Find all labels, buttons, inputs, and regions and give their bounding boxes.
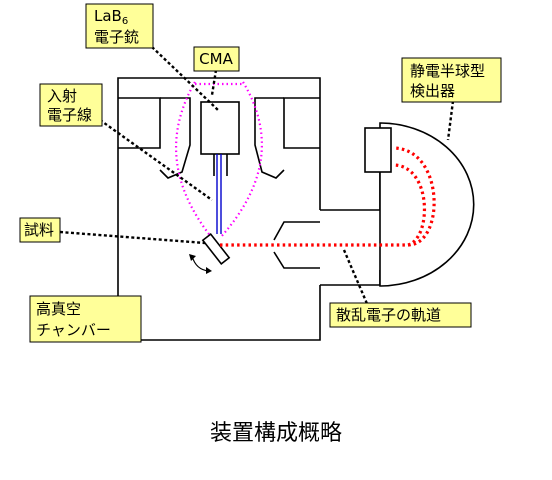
label-detector-box — [401, 57, 502, 103]
cma-trajectories — [174, 81, 263, 239]
analyzer-tube-bottom — [320, 270, 381, 286]
label-lab6-line2: 電子銃 — [94, 28, 139, 46]
sample — [201, 232, 231, 266]
scattered-path-main — [220, 146, 436, 247]
label-incident-box — [39, 83, 103, 127]
gun-body — [200, 101, 240, 155]
label-chamber-box — [29, 295, 142, 343]
leader-sample — [59, 230, 206, 245]
chamber-top-wall — [117, 77, 321, 210]
hemispherical-detector — [364, 122, 475, 287]
leader-detector — [446, 100, 455, 141]
tube-aperture-lower — [273, 251, 320, 269]
label-chamber-line2: チャンバー — [36, 321, 111, 339]
label-sample: 試料 — [19, 217, 61, 243]
leader-scattered — [342, 249, 370, 307]
detector-entrance-box — [364, 127, 392, 173]
label-chamber: 高真空 チャンバー — [29, 295, 142, 343]
label-sample-box — [19, 217, 61, 243]
label-detector-line2: 検出器 — [410, 82, 455, 100]
tube-aperture-upper — [273, 221, 320, 241]
label-sample-text: 試料 — [24, 221, 54, 239]
figure-caption: 装置構成概略 — [210, 421, 342, 446]
leader-cma — [210, 69, 218, 96]
label-lab6-gun: LaB6 電子銃 — [85, 3, 154, 49]
cma-housing-right — [254, 97, 285, 179]
electron-gun — [200, 101, 240, 176]
flange-right-cutout — [283, 97, 320, 149]
label-detector: 静電半球型 検出器 — [401, 57, 502, 103]
incident-beam — [216, 154, 222, 234]
chamber-outer-wall — [117, 143, 321, 341]
label-cma-box — [193, 46, 240, 72]
leader-lab6 — [151, 46, 219, 111]
scattered-electron-paths — [220, 146, 436, 247]
label-incident-line2: 電子線 — [47, 106, 92, 124]
label-detector-line1: 静電半球型 — [410, 62, 485, 80]
label-scattered-text: 散乱電子の軌道 — [336, 306, 441, 324]
vacuum-chamber — [117, 77, 381, 341]
label-lab6-box — [85, 3, 154, 49]
cma-housing-left — [159, 97, 191, 179]
label-scattered-box — [329, 302, 472, 328]
label-incident-line1: 入射 — [47, 87, 77, 105]
label-scattered: 散乱電子の軌道 — [329, 302, 472, 328]
label-chamber-line1: 高真空 — [36, 300, 81, 318]
sample-holder — [189, 232, 231, 274]
detector-hemisphere — [379, 122, 475, 287]
label-incident: 入射 電子線 — [39, 83, 103, 127]
label-cma-text: CMA — [199, 50, 233, 68]
rotation-arrow-head-1 — [189, 254, 196, 261]
cma-trajectory-left — [174, 81, 213, 239]
cma-trajectory-right — [219, 81, 263, 239]
label-lab6-text: LaB — [94, 7, 122, 25]
leader-incident — [99, 119, 213, 201]
flange-left-cutout — [118, 97, 161, 149]
rotation-arrow-head-2 — [206, 267, 212, 274]
label-lab6-subscript: 6 — [122, 16, 128, 27]
label-lab6-line1: LaB6 — [94, 7, 128, 27]
label-cma: CMA — [193, 46, 240, 72]
